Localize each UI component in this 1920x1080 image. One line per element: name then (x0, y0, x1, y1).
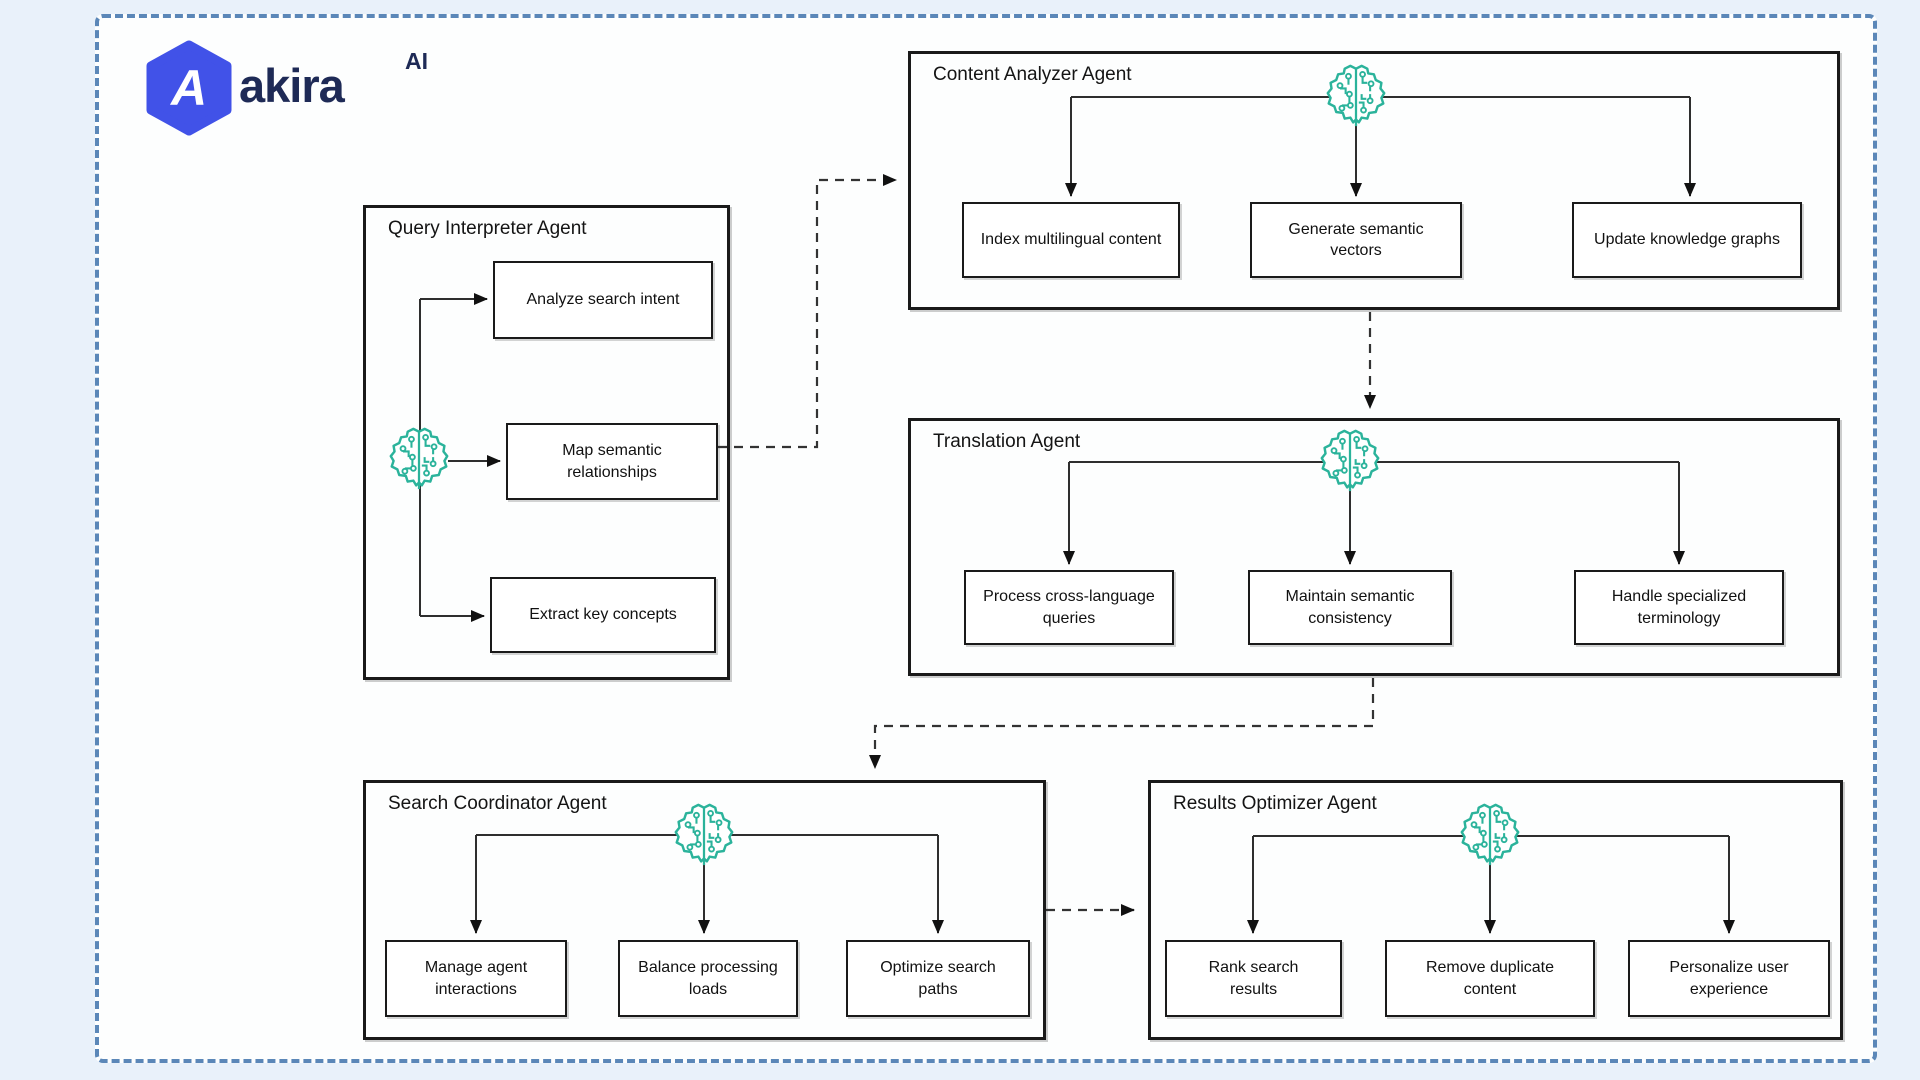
agent-box-results-optimizer: Results Optimizer Agent (1148, 780, 1843, 1040)
task-label: Update knowledge graphs (1594, 231, 1780, 249)
task-box: Remove duplicate content (1385, 940, 1595, 1017)
ai-brain-icon (389, 427, 449, 491)
task-box: Generate semantic vectors (1250, 202, 1462, 278)
ai-brain-icon (1326, 64, 1386, 128)
task-box: Rank search results (1165, 940, 1342, 1017)
task-box: Maintain semantic consistency (1248, 570, 1452, 645)
task-box: Manage agent interactions (385, 940, 567, 1017)
agent-title: Results Optimizer Agent (1173, 793, 1377, 814)
ai-brain-icon (1460, 803, 1520, 867)
agent-box-query-interpreter: Query Interpreter Agent (363, 205, 730, 680)
task-label: Remove duplicate content (1425, 959, 1555, 998)
agent-title: Query Interpreter Agent (388, 218, 587, 239)
task-box: Handle specialized terminology (1574, 570, 1784, 645)
task-box: Personalize user experience (1628, 940, 1830, 1017)
diagram-panel (95, 14, 1877, 1063)
akira-hexagon-a-logo: A (146, 40, 232, 136)
task-box: Balance processing loads (618, 940, 798, 1017)
ai-brain-icon (1320, 429, 1380, 493)
task-label: Personalize user experience (1669, 959, 1789, 998)
task-box: Update knowledge graphs (1572, 202, 1802, 278)
task-label: Manage agent interactions (424, 959, 528, 998)
task-box: Extract key concepts (490, 577, 716, 653)
task-box: Analyze search intent (493, 261, 713, 339)
task-box: Optimize search paths (846, 940, 1030, 1017)
logo-superscript: AI (405, 48, 428, 74)
task-label: Analyze search intent (526, 291, 680, 309)
task-label: Maintain semantic consistency (1285, 588, 1415, 627)
logo-wordmark: akira (239, 59, 345, 112)
task-label: Extract key concepts (529, 606, 677, 624)
task-box: Map semantic relationships (506, 423, 718, 500)
task-label: Process cross-language queries (983, 588, 1155, 627)
agent-box-translation: Translation Agent (908, 418, 1840, 676)
agent-title: Search Coordinator Agent (388, 793, 607, 814)
agent-title: Translation Agent (933, 431, 1081, 452)
task-label: Handle specialized terminology (1611, 588, 1747, 627)
task-label: Index multilingual content (980, 231, 1162, 249)
task-label: Map semantic relationships (562, 442, 662, 481)
task-box: Index multilingual content (962, 202, 1180, 278)
akira-ai-logo: A akira AI (143, 40, 473, 136)
agent-box-search-coordinator: Search Coordinator Agent (363, 780, 1046, 1040)
ai-brain-icon (674, 803, 734, 867)
task-label: Rank search results (1208, 959, 1299, 998)
agent-box-content-analyzer: Content Analyzer Agent (908, 51, 1840, 310)
agent-title: Content Analyzer Agent (933, 64, 1132, 85)
task-label: Optimize search paths (880, 959, 996, 998)
task-box: Process cross-language queries (964, 570, 1174, 645)
svg-text:A: A (169, 60, 207, 116)
task-label: Balance processing loads (638, 959, 778, 998)
task-label: Generate semantic vectors (1288, 220, 1424, 259)
